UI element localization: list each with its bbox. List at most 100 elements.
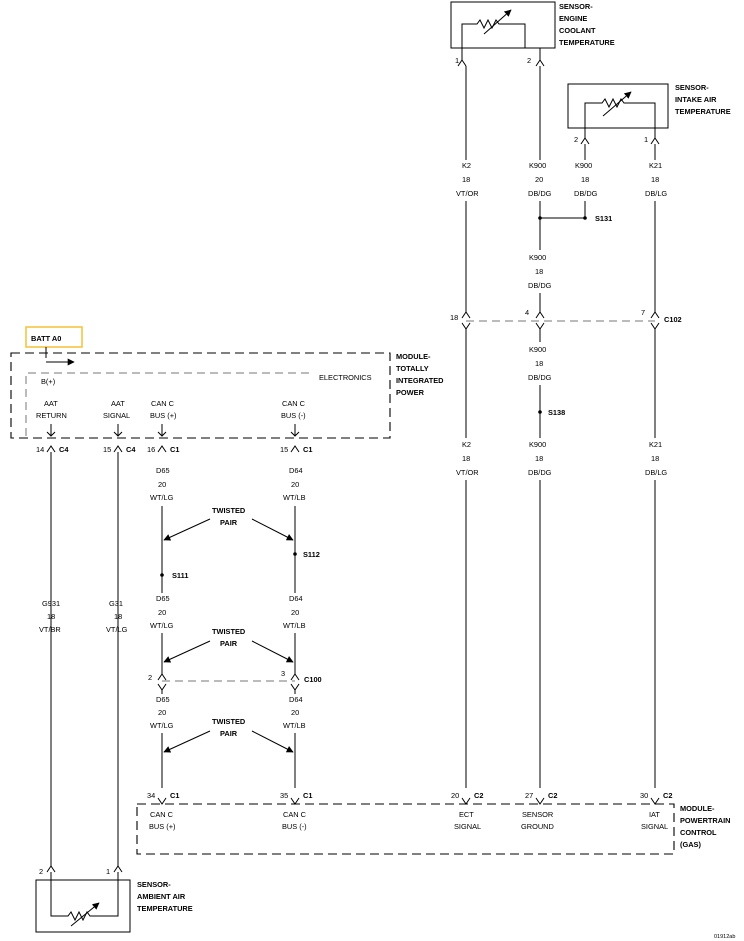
svg-text:20: 20 <box>291 480 299 489</box>
svg-text:DB/LG: DB/LG <box>645 468 667 477</box>
svg-text:20: 20 <box>158 708 166 717</box>
batt-label: BATT A0 <box>31 334 61 343</box>
twisted-pair-2: TWISTED PAIR <box>163 627 294 663</box>
pcm-pin-canc-neg-1: CAN C <box>283 810 307 819</box>
tipm-pin-aat-signal-1: AAT <box>111 399 125 408</box>
connector-label: C1 <box>170 791 179 800</box>
wire-label-d64-c: D64 20 WT/LB <box>283 695 306 730</box>
svg-text:K900: K900 <box>575 161 592 170</box>
wire-label-k21-low: K21 18 DB/LG <box>645 440 667 477</box>
pcm-pin-ect-1: ECT <box>459 810 474 819</box>
svg-text:18: 18 <box>651 175 659 184</box>
svg-text:WT/LG: WT/LG <box>150 621 174 630</box>
tipm-module: ELECTRONICS MODULE- TOTALLY INTEGRATED P… <box>10 352 444 439</box>
iat-label-1: SENSOR- <box>675 83 709 92</box>
wire-label-k900-mid: K900 18 DB/DG <box>528 253 552 290</box>
wire-label-k900-low: K900 18 DB/DG <box>528 440 552 477</box>
wire-label-k21-top: K21 18 DB/LG <box>645 161 667 198</box>
tipm-label-2: TOTALLY <box>396 364 429 373</box>
pin-num: 3 <box>281 669 285 678</box>
svg-text:18: 18 <box>462 175 470 184</box>
svg-text:18: 18 <box>114 612 122 621</box>
connector-label: C4 <box>126 445 136 454</box>
pin-num: 15 <box>280 445 288 454</box>
wire-label-d65-b: D65 20 WT/LG <box>150 594 174 630</box>
pin-num: 2 <box>574 135 578 144</box>
wire-label-k2-low: K2 18 VT/OR <box>456 440 479 477</box>
tipm-pin-aat-return-1: AAT <box>44 399 58 408</box>
pin-num: 34 <box>147 791 155 800</box>
twisted-pair-3: TWISTED PAIR <box>163 717 294 753</box>
svg-text:D65: D65 <box>156 466 170 475</box>
svg-text:TWISTED: TWISTED <box>212 717 246 726</box>
pcm-pin-sgnd-2: GROUND <box>521 822 554 831</box>
svg-text:WT/LG: WT/LG <box>150 493 174 502</box>
svg-text:VT/OR: VT/OR <box>456 468 479 477</box>
svg-text:WT/LB: WT/LB <box>283 721 306 730</box>
svg-text:VT/BR: VT/BR <box>39 625 61 634</box>
ect-label-3: COOLANT <box>559 26 596 35</box>
svg-text:D64: D64 <box>289 594 303 603</box>
iat-sensor: SENSOR- INTAKE AIR TEMPERATURE <box>567 83 731 129</box>
ect-pin-1 <box>457 48 467 67</box>
svg-text:20: 20 <box>291 608 299 617</box>
svg-text:PAIR: PAIR <box>220 729 238 738</box>
tipm-electronics: ELECTRONICS <box>319 373 372 382</box>
svg-text:K2: K2 <box>462 440 471 449</box>
connector-label: C2 <box>548 791 557 800</box>
pin-num: 14 <box>36 445 44 454</box>
wire-label-d64-a: D64 20 WT/LB <box>283 466 306 502</box>
pin-num: 2 <box>39 867 43 876</box>
svg-text:D64: D64 <box>289 695 303 704</box>
pcm-pin-27 <box>535 797 545 805</box>
svg-text:TWISTED: TWISTED <box>212 506 246 515</box>
splice-dot <box>160 573 164 577</box>
svg-text:DB/DG: DB/DG <box>574 189 598 198</box>
pcm-label-1: MODULE- <box>680 804 715 813</box>
aat-label-1: SENSOR- <box>137 880 171 889</box>
aat-pin-1 <box>113 865 123 873</box>
splice-dot <box>538 216 542 220</box>
aat-pin-2 <box>46 865 56 873</box>
svg-text:K900: K900 <box>529 345 546 354</box>
svg-text:20: 20 <box>535 175 543 184</box>
wire-label-k900-c102: K900 18 DB/DG <box>528 345 552 382</box>
svg-text:VT/LG: VT/LG <box>106 625 128 634</box>
tipm-pin-15b <box>290 445 300 453</box>
pin-num: 4 <box>525 308 529 317</box>
pin-num: 1 <box>644 135 648 144</box>
pin-num: 16 <box>147 445 155 454</box>
svg-text:VT/OR: VT/OR <box>456 189 479 198</box>
svg-text:PAIR: PAIR <box>220 639 238 648</box>
iat-label-3: TEMPERATURE <box>675 107 731 116</box>
pcm-pin-canc-pos-1: CAN C <box>150 810 174 819</box>
tipm-pin-16 <box>157 445 167 453</box>
aat-sensor: SENSOR- AMBIENT AIR TEMPERATURE <box>35 879 193 933</box>
tipm-pin-aat-return-2: RETURN <box>36 411 67 420</box>
splice-dot <box>538 410 542 414</box>
iat-label-2: INTAKE AIR <box>675 95 717 104</box>
pcm-label-3: CONTROL <box>680 828 717 837</box>
svg-text:18: 18 <box>47 612 55 621</box>
pcm-pin-canc-neg-2: BUS (-) <box>282 822 307 831</box>
svg-text:K900: K900 <box>529 161 546 170</box>
svg-text:20: 20 <box>291 708 299 717</box>
tipm-label-3: INTEGRATED <box>396 376 444 385</box>
tipm-pin-15 <box>113 445 123 453</box>
svg-text:K21: K21 <box>649 161 662 170</box>
ect-pin-2 <box>535 48 545 67</box>
splice-dot <box>583 216 587 220</box>
svg-text:PAIR: PAIR <box>220 518 238 527</box>
svg-text:DB/DG: DB/DG <box>528 468 552 477</box>
twisted-pair-1: TWISTED PAIR <box>163 506 294 541</box>
svg-text:K900: K900 <box>529 440 546 449</box>
pin-num: 35 <box>280 791 288 800</box>
splice-dot <box>293 552 297 556</box>
aat-label-3: TEMPERATURE <box>137 904 193 913</box>
diagram-id: 01912ab <box>714 934 735 940</box>
svg-text:20: 20 <box>158 608 166 617</box>
splice-label-s131: S131 <box>595 214 612 223</box>
pcm-label-4: (GAS) <box>680 840 701 849</box>
ect-label-1: SENSOR- <box>559 2 593 11</box>
